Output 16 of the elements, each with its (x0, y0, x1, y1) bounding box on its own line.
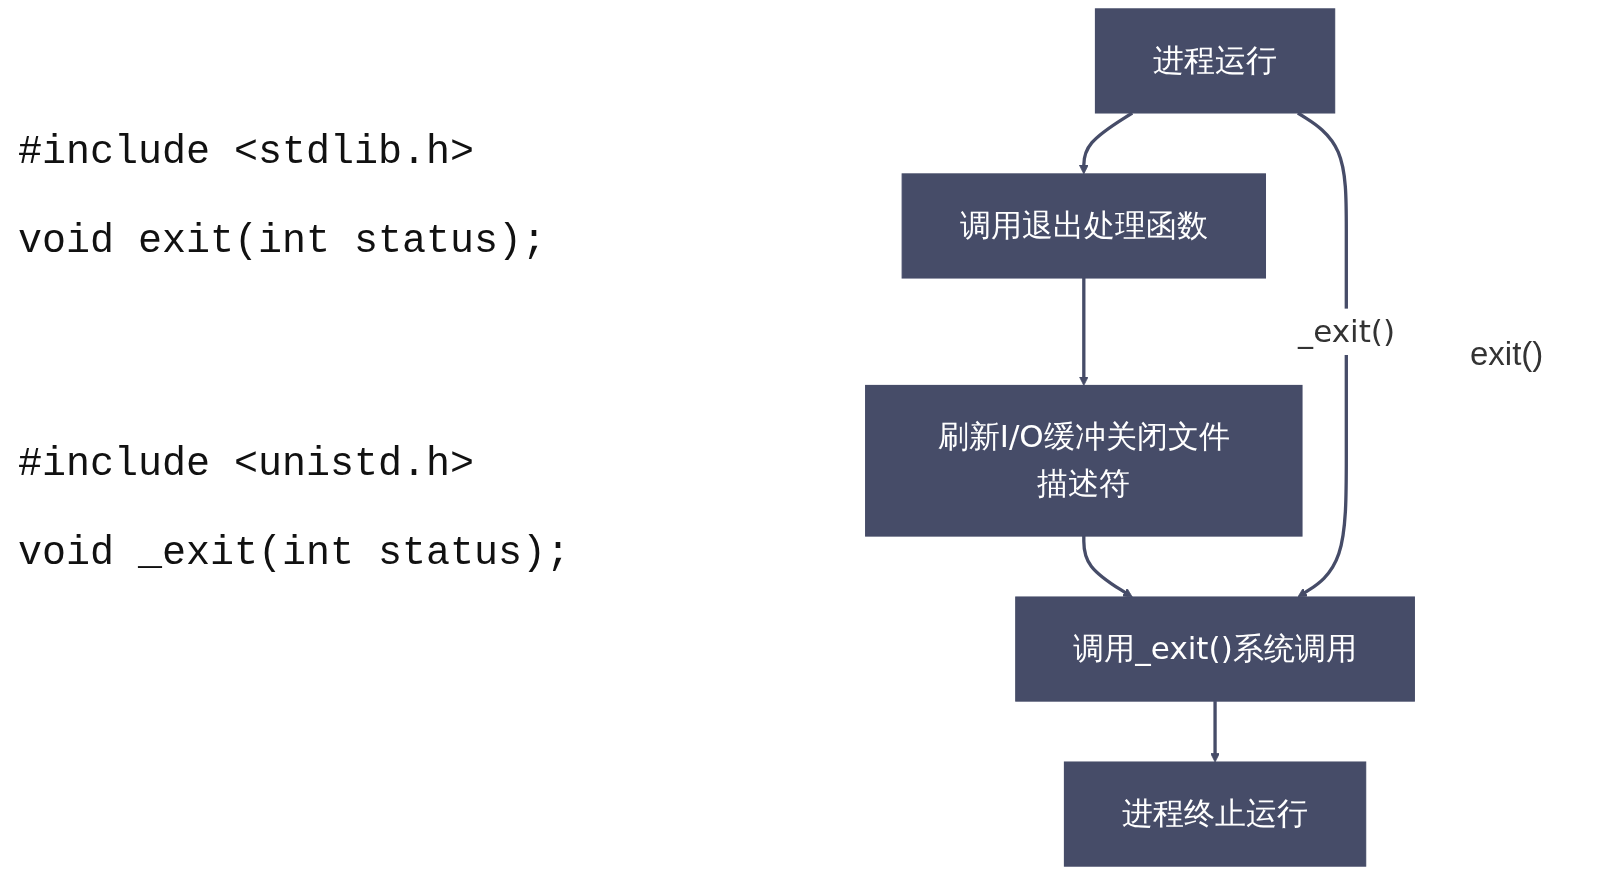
code-line: #include <unistd.h> (18, 442, 475, 487)
arrow (1210, 701, 1220, 763)
arrow (1082, 536, 1133, 598)
code-line: void exit(int status); (18, 219, 547, 264)
code-line: void _exit(int status); (18, 531, 571, 576)
node-box: 调用_exit()系统调用 (1015, 596, 1415, 702)
code-line: #include <stdlib.h> (18, 130, 475, 175)
path-label: exit() (1470, 335, 1544, 373)
node-box: 进程终止运行 (1063, 761, 1367, 867)
arrow (1078, 278, 1089, 386)
node-box: 调用退出处理函数 (901, 173, 1266, 279)
arrow (1296, 111, 1348, 598)
edge-label: _exit() (1297, 312, 1395, 350)
node-box: 进程运行 (1094, 8, 1336, 114)
node-box: 刷新I/O缓冲关闭文件描述符 (865, 384, 1303, 537)
arrow (1078, 111, 1134, 175)
